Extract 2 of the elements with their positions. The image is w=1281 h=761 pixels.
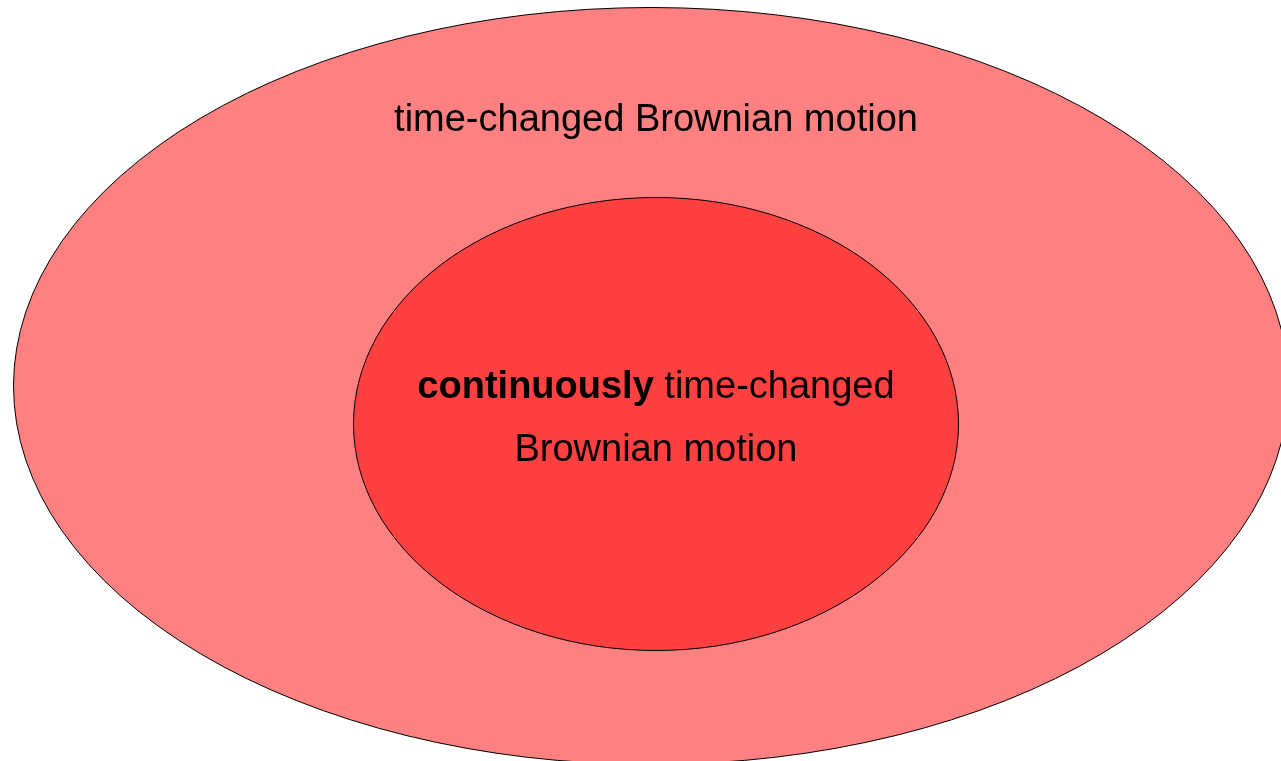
set-label: time-changed Brownian motion	[393, 96, 919, 141]
set-label: continuously time-changed Brownian motion	[416, 363, 896, 471]
